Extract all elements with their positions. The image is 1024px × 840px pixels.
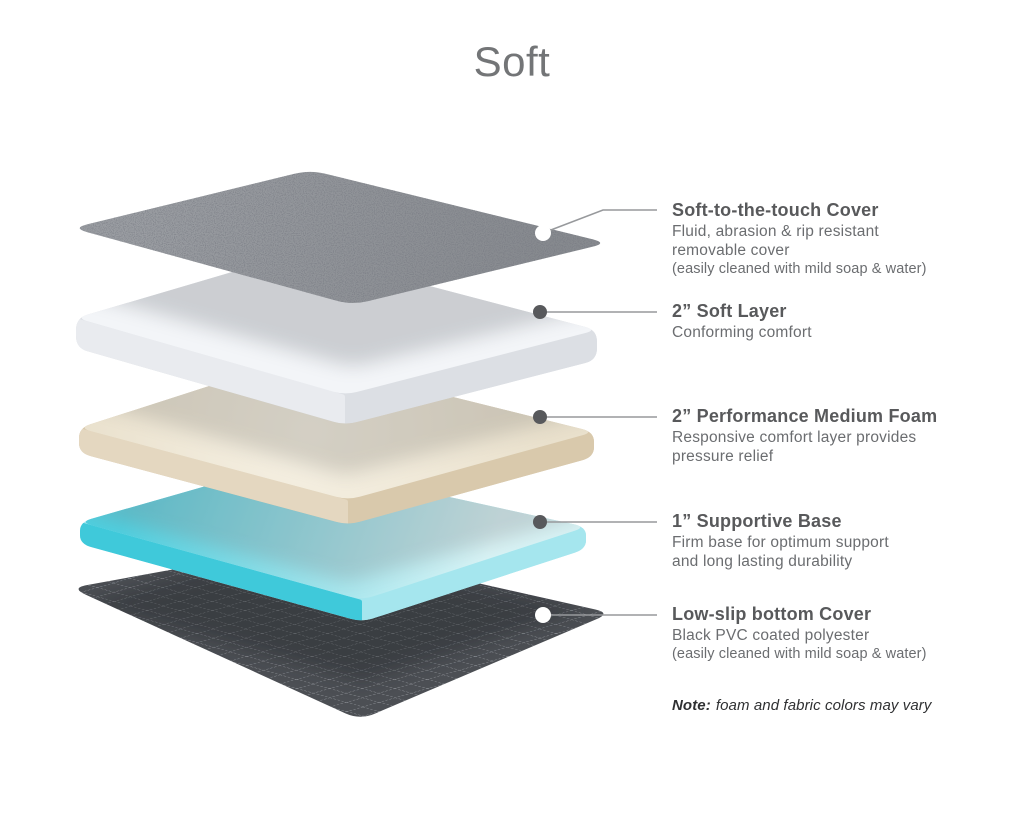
medium-foam-right-side: [348, 432, 594, 524]
note: Note:foam and fabric colors may vary: [672, 697, 932, 714]
leader-supportive-base: [533, 515, 657, 529]
leader-line: [542, 209, 657, 234]
soft-layer-right-side: [345, 330, 597, 424]
leader-dot: [535, 225, 551, 241]
leader-dot: [533, 305, 547, 319]
leader-medium-foam: [533, 410, 657, 424]
note-label: Note:: [672, 697, 711, 714]
leader-dot: [533, 410, 547, 424]
leader-soft-to-touch-cover: [535, 209, 657, 241]
supportive-base-right-side: [362, 527, 586, 621]
annotation-bottom-cover: Low-slip bottom Cover Black PVC coated p…: [672, 604, 1012, 663]
annotation-body: Fluid, abrasion & rip resistant removabl…: [672, 223, 879, 259]
leader-dot: [533, 515, 547, 529]
annotation-heading: Low-slip bottom Cover: [672, 604, 872, 624]
annotation-heading: 2” Performance Medium Foam: [672, 406, 938, 426]
annotation-fine: (easily cleaned with mild soap & water): [672, 261, 927, 277]
leader-soft-layer: [533, 305, 657, 319]
leader-dot: [535, 607, 551, 623]
leaders: [533, 209, 657, 623]
supportive-base-left-side: [80, 522, 362, 621]
annotation-body: Conforming comfort: [672, 324, 812, 341]
annotation-heading: 2” Soft Layer: [672, 301, 787, 321]
annotation-heading: Soft-to-the-touch Cover: [672, 200, 879, 220]
page-title: Soft: [473, 38, 551, 85]
annotation-supportive-base: 1” Supportive Base Firm base for optimum…: [672, 511, 1012, 571]
leader-bottom-cover: [535, 607, 657, 623]
soft-layer-left-side: [76, 318, 345, 424]
medium-foam-left-side: [79, 428, 348, 524]
annotation-heading: 1” Supportive Base: [672, 511, 842, 531]
annotation-body: Black PVC coated polyester: [672, 627, 870, 644]
annotation-body: Firm base for optimum support and long l…: [672, 534, 889, 570]
annotation-body: Responsive comfort layer provides pressu…: [672, 429, 917, 465]
note-text: foam and fabric colors may vary: [715, 697, 932, 714]
annotation-fine: (easily cleaned with mild soap & water): [672, 646, 927, 662]
annotation-medium-foam: 2” Performance Medium Foam Responsive co…: [672, 406, 1012, 466]
annotation-soft-to-touch-cover: Soft-to-the-touch Cover Fluid, abrasion …: [672, 200, 1012, 278]
annotation-soft-layer: 2” Soft Layer Conforming comfort: [672, 301, 1012, 342]
